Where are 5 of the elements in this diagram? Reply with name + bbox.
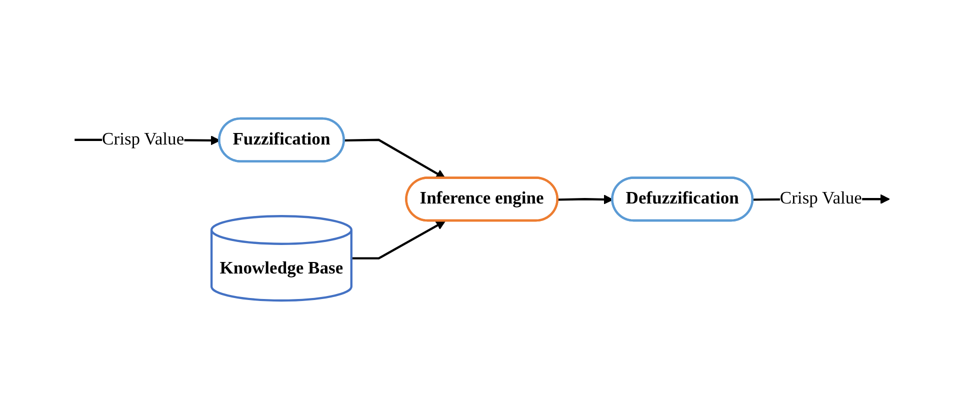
arrow [344, 138, 446, 179]
arrow [558, 194, 614, 204]
edge-label: Crisp Value [780, 189, 862, 208]
edge-label: Crisp Value [102, 130, 184, 149]
arrow [351, 220, 446, 260]
